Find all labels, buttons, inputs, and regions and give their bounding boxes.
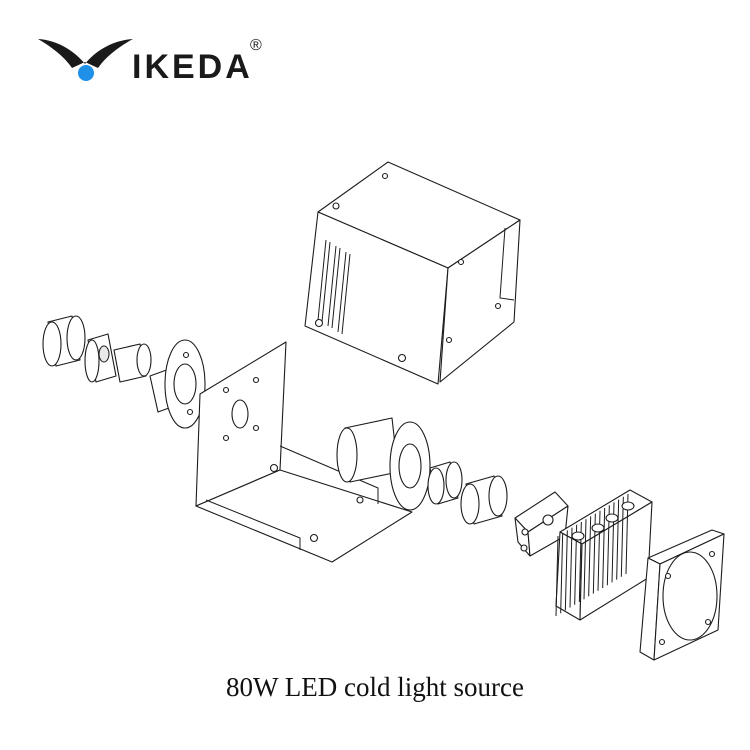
heat-sink-fin xyxy=(616,499,620,580)
heat-sink-fin xyxy=(560,533,564,614)
fiber-adapter-sleeve xyxy=(42,315,86,367)
heat-sink-fin xyxy=(602,507,606,589)
heat-sink xyxy=(555,489,653,621)
brand-logo: IKEDA ® xyxy=(38,36,278,92)
led-mount-bracket xyxy=(514,491,569,557)
heat-sink-fin xyxy=(583,519,587,600)
condenser-tube xyxy=(336,417,431,511)
ikeda-wings-icon xyxy=(38,39,133,81)
heat-sink-fin xyxy=(564,530,568,611)
fan-guard-frame xyxy=(639,529,725,661)
exploded-view-drawing xyxy=(42,161,725,661)
heat-sink-fin xyxy=(569,527,573,608)
lens-flange xyxy=(149,339,206,429)
brand-name: IKEDA xyxy=(132,48,253,86)
heat-sink-fin xyxy=(588,516,592,597)
lens-rings xyxy=(427,461,508,525)
heat-sink-fin xyxy=(620,496,624,577)
base-chassis xyxy=(195,341,413,563)
registered-mark: ® xyxy=(250,37,262,54)
fiber-adapter-coupling xyxy=(84,333,152,383)
heat-sink-fin xyxy=(555,535,559,617)
logo-dot-icon xyxy=(78,65,94,81)
top-cover xyxy=(304,161,521,385)
diagram-caption: 80W LED cold light source xyxy=(226,672,524,702)
